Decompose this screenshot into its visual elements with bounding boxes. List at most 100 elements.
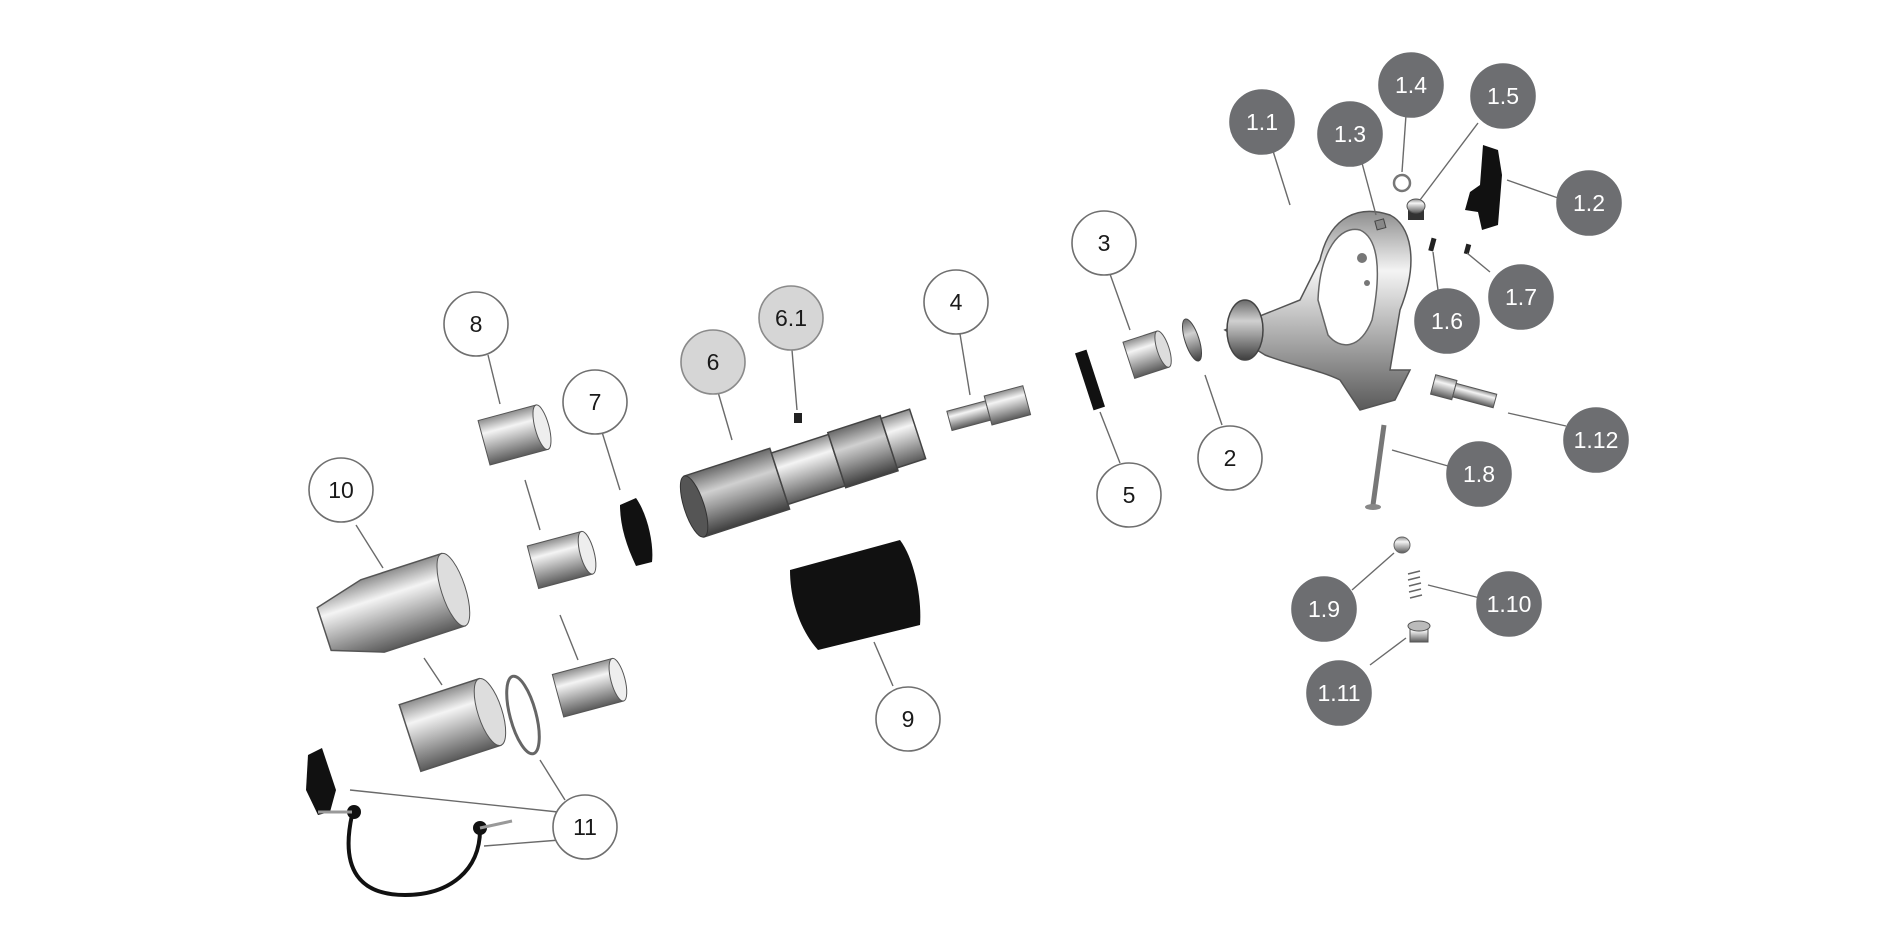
callout-1-7[interactable]: 1.7	[1488, 264, 1554, 330]
leader-1-1	[1272, 150, 1291, 206]
leader-7	[601, 431, 621, 491]
leader-8b	[524, 479, 541, 531]
callout-1-4-label: 1.4	[1395, 72, 1427, 98]
part-8-sleeve	[526, 530, 597, 590]
callout-8-label: 8	[470, 311, 483, 337]
leader-11a	[539, 759, 566, 801]
part-11-collar	[398, 677, 507, 773]
leader-5	[1099, 411, 1121, 464]
callout-1-10-label: 1.10	[1487, 591, 1532, 617]
callout-1-1-label: 1.1	[1246, 109, 1278, 135]
callout-4-label: 4	[950, 289, 963, 315]
callout-1-11[interactable]: 1.11	[1306, 660, 1372, 726]
part-1-2-trigger	[1465, 145, 1502, 230]
callout-6-1[interactable]: 6.1	[758, 285, 824, 351]
callout-7-label: 7	[589, 389, 602, 415]
callout-1-3-label: 1.3	[1334, 121, 1366, 147]
callout-5[interactable]: 5	[1096, 462, 1162, 528]
leader-1-9	[1351, 552, 1395, 591]
callout-1-9-label: 1.9	[1308, 596, 1340, 622]
leader-1-8	[1391, 449, 1449, 467]
callout-1-8[interactable]: 1.8	[1446, 441, 1512, 507]
part-7-seal-ring	[620, 498, 653, 566]
callout-11[interactable]: 11	[552, 794, 618, 860]
leader-1-5	[1419, 122, 1479, 201]
callout-10[interactable]: 10	[308, 457, 374, 523]
callout-2[interactable]: 2	[1197, 425, 1263, 491]
part-1-4-ring	[1392, 173, 1412, 193]
part-8-sleeve	[477, 404, 552, 466]
parts-layer	[306, 145, 1502, 898]
callout-1-4[interactable]: 1.4	[1378, 52, 1444, 118]
callout-1-10[interactable]: 1.10	[1476, 571, 1542, 637]
callout-1-5-label: 1.5	[1487, 83, 1519, 109]
part-8-sleeve	[551, 657, 628, 718]
leader-2	[1204, 374, 1223, 426]
callout-1-11-label: 1.11	[1317, 680, 1360, 706]
callout-1-8-label: 1.8	[1463, 461, 1495, 487]
callout-1-2[interactable]: 1.2	[1556, 170, 1622, 236]
callout-9-label: 9	[902, 706, 915, 732]
part-1-8-valve-stem	[1365, 424, 1387, 510]
part-1-1-handle-housing	[1223, 210, 1412, 411]
part-11-retaining-ring	[505, 674, 541, 756]
callout-2-label: 2	[1224, 445, 1237, 471]
callout-6[interactable]: 6	[680, 329, 746, 395]
part-2-washer	[1181, 318, 1203, 362]
leader-10b	[423, 657, 443, 686]
callout-1-5[interactable]: 1.5	[1470, 63, 1536, 129]
part-4-plunger	[946, 385, 1032, 432]
leader-11b	[349, 789, 559, 813]
part-1-3-plug	[1374, 218, 1387, 231]
part-1-12-hose-connector	[1429, 374, 1498, 409]
callout-1-12-label: 1.12	[1574, 427, 1619, 453]
part-6-1-set-screw	[794, 413, 802, 423]
callout-9[interactable]: 9	[875, 686, 941, 752]
leader-6	[717, 391, 733, 441]
callout-1-1[interactable]: 1.1	[1229, 89, 1295, 155]
part-1-9-ball	[1393, 536, 1411, 554]
callout-4[interactable]: 4	[923, 269, 989, 335]
callout-1-7-label: 1.7	[1505, 284, 1537, 310]
leader-6-1	[791, 349, 798, 411]
leader-8	[487, 354, 501, 405]
part-1-6-pin	[1428, 237, 1437, 252]
callouts-layer: 2 3 4 5 6 6.1 7 8 9 10 11	[308, 52, 1629, 860]
part-1-7-pin	[1463, 243, 1472, 255]
callout-8[interactable]: 8	[443, 291, 509, 357]
leader-10	[355, 524, 384, 569]
callout-1-9[interactable]: 1.9	[1291, 576, 1357, 642]
callout-7[interactable]: 7	[562, 369, 628, 435]
callout-5-label: 5	[1123, 482, 1136, 508]
leader-11c	[483, 839, 561, 847]
callout-3-label: 3	[1098, 230, 1111, 256]
leader-1-3	[1361, 162, 1377, 216]
leader-1-12	[1507, 412, 1567, 427]
callout-11-label: 11	[573, 814, 597, 840]
part-9-rubber-grip	[790, 540, 921, 650]
part-3-bushing	[1122, 330, 1172, 379]
part-1-5-valve-cap	[1406, 198, 1426, 220]
callout-1-2-label: 1.2	[1573, 190, 1605, 216]
leader-lines	[349, 114, 1567, 847]
leader-1-4	[1401, 114, 1407, 173]
leader-1-6	[1432, 251, 1439, 291]
part-11-dust-cap	[306, 748, 513, 898]
leader-9	[873, 641, 894, 687]
callout-1-12[interactable]: 1.12	[1563, 407, 1629, 473]
callout-6-1-label: 6.1	[775, 305, 807, 331]
part-1-11-plug	[1407, 620, 1431, 643]
leader-1-2	[1506, 179, 1559, 199]
callout-1-3[interactable]: 1.3	[1317, 101, 1383, 167]
leader-1-11	[1369, 637, 1407, 666]
part-5-seal	[1075, 349, 1105, 411]
leader-8c	[559, 614, 579, 661]
callout-1-6[interactable]: 1.6	[1414, 288, 1480, 354]
callout-3[interactable]: 3	[1071, 210, 1137, 276]
callout-10-label: 10	[328, 477, 354, 503]
part-1-10-spring	[1407, 570, 1423, 599]
leader-4	[959, 333, 971, 396]
callout-6-label: 6	[707, 349, 720, 375]
leader-1-10	[1427, 584, 1481, 599]
part-10-nozzle	[316, 552, 471, 653]
